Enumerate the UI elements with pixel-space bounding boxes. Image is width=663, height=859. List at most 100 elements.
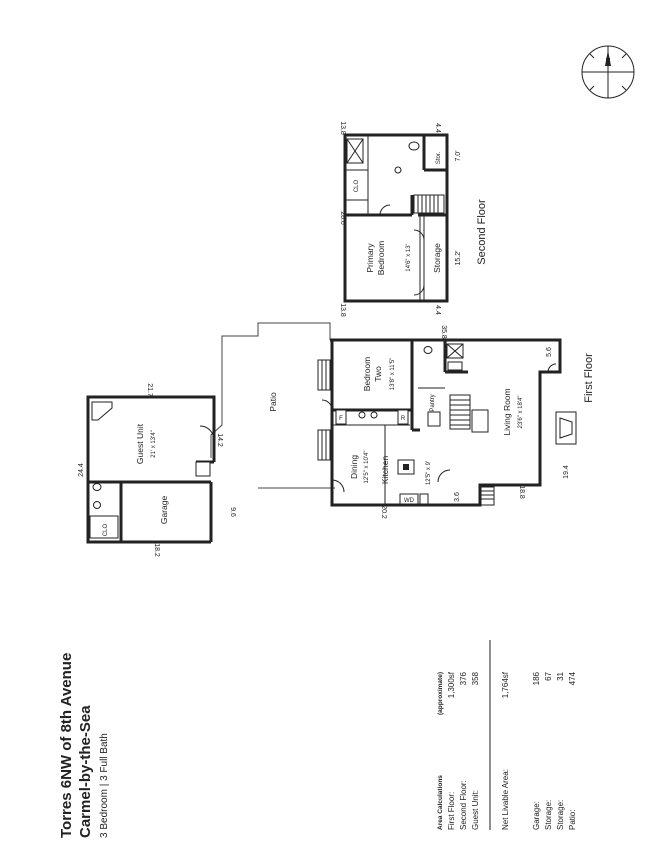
dim-21-7: 21.7 bbox=[146, 383, 153, 397]
dim-5-6: 5.6 bbox=[546, 347, 553, 357]
washer-dryer-icon bbox=[399, 493, 419, 505]
appliance-r-label: R bbox=[401, 416, 406, 422]
dim-3-6: 3.6 bbox=[454, 492, 461, 502]
range-icon bbox=[427, 411, 441, 427]
room-guest-unit-dims: 21' x 13'4" bbox=[151, 430, 157, 457]
appliance-f-label: F bbox=[339, 416, 343, 422]
room-dining-label: Dining bbox=[349, 455, 359, 479]
room-patio-label: Patio bbox=[268, 392, 278, 412]
area-row-label: Second Floor: bbox=[459, 780, 468, 830]
first-floor-plan: F R WD Bedroom Two 13'8" x 11'5" Pantry … bbox=[317, 325, 595, 519]
dim-19-4: 19.4 bbox=[563, 465, 570, 479]
dim-20-2: 20.2 bbox=[380, 505, 387, 519]
dim-35-8: 35.8 bbox=[440, 325, 447, 339]
room-kitchen-label: Kitchen bbox=[380, 456, 390, 485]
second-floor-label: Second Floor bbox=[476, 199, 488, 265]
fireplace-icon bbox=[555, 411, 577, 445]
entry-steps-icon bbox=[479, 486, 495, 506]
area-other-label: Storage: bbox=[544, 800, 553, 830]
room-garage-label: Garage bbox=[159, 496, 169, 525]
dim-18-8: 18.8 bbox=[518, 485, 525, 499]
room-pantry-label: Pantry bbox=[430, 394, 436, 411]
second-floor-outline bbox=[343, 133, 449, 303]
range-box-icon bbox=[397, 409, 409, 425]
door-swing-icon bbox=[199, 425, 215, 441]
tub-icon bbox=[91, 401, 113, 421]
title-block: Torres 6NW of 8th Avenue Carmel-by-the-S… bbox=[58, 653, 110, 838]
sink-icon bbox=[447, 361, 463, 371]
first-floor-outline bbox=[330, 338, 562, 507]
room-garage-clo-label: CLO bbox=[103, 524, 109, 537]
dim-14-2: 14.2 bbox=[216, 433, 223, 447]
sink-icon bbox=[358, 411, 366, 419]
first-floor-label: First Floor bbox=[583, 353, 595, 403]
room-primary-bedroom-label-2: Bedroom bbox=[376, 241, 386, 276]
room-bedroom-two-label-1: Bedroom bbox=[362, 357, 372, 392]
room-primary-bedroom-dims: 14'6" x 13' bbox=[406, 244, 412, 271]
door-swing-icon bbox=[413, 229, 425, 241]
area-other-label: Storage: bbox=[556, 800, 565, 830]
room-clo-label: CLO bbox=[354, 180, 360, 193]
toilet-icon bbox=[408, 141, 420, 151]
area-net-label: Net Livable Area: bbox=[501, 769, 510, 830]
area-other-label: Patio: bbox=[568, 810, 577, 830]
compass: N bbox=[581, 45, 635, 99]
door-swing-icon bbox=[413, 284, 425, 296]
door-swing-icon bbox=[321, 399, 333, 411]
room-living-room-dims: 23'6" x 18'4" bbox=[518, 396, 524, 429]
north-arrow-icon bbox=[605, 50, 611, 66]
room-dining-dims: 12'5" x 10'4" bbox=[364, 451, 370, 484]
dim-9-6: 9.6 bbox=[229, 507, 236, 517]
door-swing-icon bbox=[437, 469, 451, 483]
room-guest-unit-label: Guest Unit bbox=[135, 423, 145, 464]
area-row-value: 376 bbox=[459, 671, 468, 685]
area-row-value: 1,300sf bbox=[447, 671, 456, 698]
dim-7-0: 7.0' bbox=[455, 150, 462, 161]
compass-north-label: N bbox=[605, 58, 610, 65]
fridge-box-icon bbox=[335, 409, 347, 425]
area-other-value: 31 bbox=[556, 671, 565, 680]
stairs-icon bbox=[449, 394, 489, 433]
area-heading-note: (approximate) bbox=[437, 672, 444, 715]
address-line-1: Torres 6NW of 8th Avenue bbox=[58, 653, 75, 838]
room-bedroom-two-label-2: Two bbox=[373, 366, 383, 382]
area-other-label: Garage: bbox=[532, 801, 541, 830]
door-swing-icon bbox=[379, 204, 391, 216]
dim-4-4-top: 4.4 bbox=[434, 123, 441, 133]
dim-4-4-bottom: 4.4 bbox=[434, 305, 441, 315]
door-swing-icon bbox=[547, 363, 557, 373]
area-row-value: 358 bbox=[471, 671, 480, 685]
dim-13-8-bottom: 13.8 bbox=[339, 303, 346, 317]
area-heading: Area Calculations bbox=[437, 775, 444, 830]
room-bedroom-two-dims: 13'8" x 11'5" bbox=[390, 358, 396, 390]
dim-28-6: 28.6 bbox=[339, 211, 346, 225]
dim-18-2: 18.2 bbox=[153, 543, 160, 557]
bed-bath-summary: 3 Bedroom | 3 Full Bath bbox=[99, 733, 110, 838]
room-living-room-label: Living Room bbox=[502, 388, 512, 435]
guest-unit-plan: Guest Unit 21' x 13'4" 24.4 21.7 14.2 bbox=[78, 383, 223, 484]
garage-outline bbox=[86, 482, 123, 544]
toilet-icon bbox=[423, 346, 433, 354]
stairs-icon bbox=[413, 194, 445, 214]
appliance-wd-label: WD bbox=[404, 498, 415, 504]
garage-plan: CLO Garage 18.2 9.6 bbox=[86, 482, 236, 557]
closet-box-icon bbox=[195, 461, 211, 477]
toilet-icon bbox=[92, 483, 102, 491]
sink-icon bbox=[370, 411, 378, 419]
address-line-2: Carmel-by-the-Sea bbox=[77, 705, 94, 838]
steps-icon bbox=[317, 429, 331, 461]
patio-area: Patio bbox=[210, 322, 335, 489]
area-other-value: 186 bbox=[532, 671, 541, 685]
sink-icon bbox=[93, 501, 101, 509]
area-row-label: Guest Unit: bbox=[471, 790, 480, 830]
guest-unit-outline bbox=[86, 395, 216, 484]
room-stor-label: Stor. bbox=[436, 151, 442, 164]
dim-24-4: 24.4 bbox=[78, 463, 85, 477]
door-swing-icon bbox=[331, 479, 345, 493]
steps-icon bbox=[317, 359, 331, 391]
area-other-value: 474 bbox=[568, 671, 577, 685]
room-kitchen-dims: 12'5" x 9' bbox=[426, 461, 432, 485]
area-other-value: 67 bbox=[544, 671, 553, 680]
area-calculations: Area Calculations (approximate) First Fl… bbox=[437, 640, 577, 830]
